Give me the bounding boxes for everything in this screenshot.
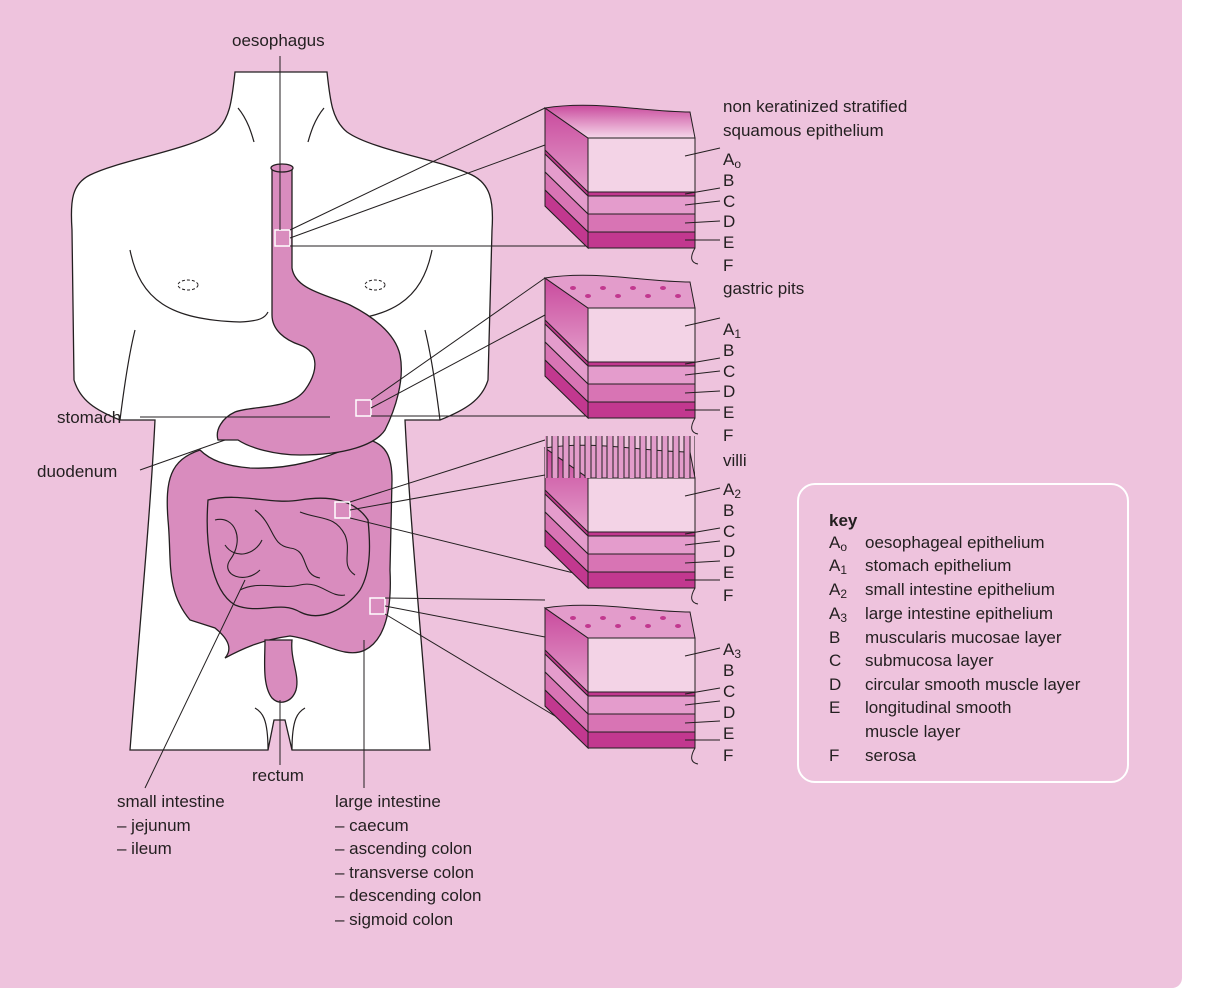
left-nipple bbox=[177, 279, 199, 291]
label-gastric-pits: gastric pits bbox=[723, 279, 805, 298]
layer-d-label: D bbox=[723, 542, 736, 561]
label-small-intestine: small intestine bbox=[117, 792, 225, 811]
layer-e-label: E bbox=[723, 724, 735, 743]
tissue-block-4 bbox=[543, 604, 721, 765]
tissue-block-3 bbox=[543, 436, 721, 605]
layer-c-label: C bbox=[723, 192, 736, 211]
key-row: muscle layer bbox=[865, 722, 961, 741]
tissue-block-1 bbox=[543, 104, 721, 265]
label-descending-colon: – descending colon bbox=[335, 886, 482, 905]
label-villi: villi bbox=[723, 451, 747, 470]
label-sigmoid-colon: – sigmoid colon bbox=[335, 909, 454, 929]
layer-a2-label: A2 bbox=[723, 480, 742, 501]
layer-b-label: B bbox=[723, 661, 735, 680]
layer-f-label: F bbox=[723, 586, 734, 605]
layer-f-label: F bbox=[723, 256, 734, 275]
layer-f-label: F bbox=[723, 746, 734, 765]
key-title: key bbox=[829, 511, 858, 530]
layer-e-label: E bbox=[723, 403, 735, 422]
label-caecum: – caecum bbox=[335, 815, 409, 835]
layer-b-label: B bbox=[723, 341, 735, 360]
label-stratified-epithelium: non keratinized stratified bbox=[723, 97, 908, 116]
label-ascending-colon: – ascending colon bbox=[335, 839, 473, 858]
stomach-shape bbox=[216, 167, 402, 456]
label-squamous-epithelium: squamous epithelium bbox=[723, 121, 884, 140]
label-large-intestine: large intestine bbox=[335, 792, 441, 811]
label-rectum: rectum bbox=[252, 766, 304, 785]
right-nipple bbox=[364, 279, 386, 291]
layer-d-label: D bbox=[723, 703, 736, 722]
small-intestine-label-group: small intestine – jejunum – ileum bbox=[117, 790, 225, 861]
tissue-block-2 bbox=[543, 274, 721, 435]
label-oesophagus: oesophagus bbox=[232, 31, 325, 50]
layer-e-label: E bbox=[723, 563, 735, 582]
label-ileum: – ileum bbox=[117, 839, 172, 858]
layer-c-label: C bbox=[723, 362, 736, 381]
layer-a0-label: Ao bbox=[723, 150, 742, 171]
layer-f-label: F bbox=[723, 426, 734, 445]
label-jejunum: – jejunum bbox=[117, 815, 191, 835]
label-transverse-colon: – transverse colon bbox=[335, 862, 474, 882]
large-intestine-label-group: large intestine – caecum – ascending col… bbox=[335, 790, 482, 931]
label-stomach: stomach bbox=[57, 408, 122, 427]
layer-a3-label: A3 bbox=[723, 640, 742, 661]
oesophagus-opening bbox=[270, 163, 294, 173]
layer-c-label: C bbox=[723, 682, 736, 701]
label-duodenum: duodenum bbox=[37, 462, 118, 481]
rectum-shape bbox=[263, 639, 298, 703]
layer-b-label: B bbox=[723, 501, 735, 520]
layer-e-label: E bbox=[723, 233, 735, 252]
layer-c-label: C bbox=[723, 522, 736, 541]
layer-d-label: D bbox=[723, 212, 736, 231]
layer-d-label: D bbox=[723, 382, 736, 401]
small-intestine-shape bbox=[206, 496, 371, 617]
layer-b-label: B bbox=[723, 171, 735, 190]
layer-a1-label: A1 bbox=[723, 320, 742, 341]
